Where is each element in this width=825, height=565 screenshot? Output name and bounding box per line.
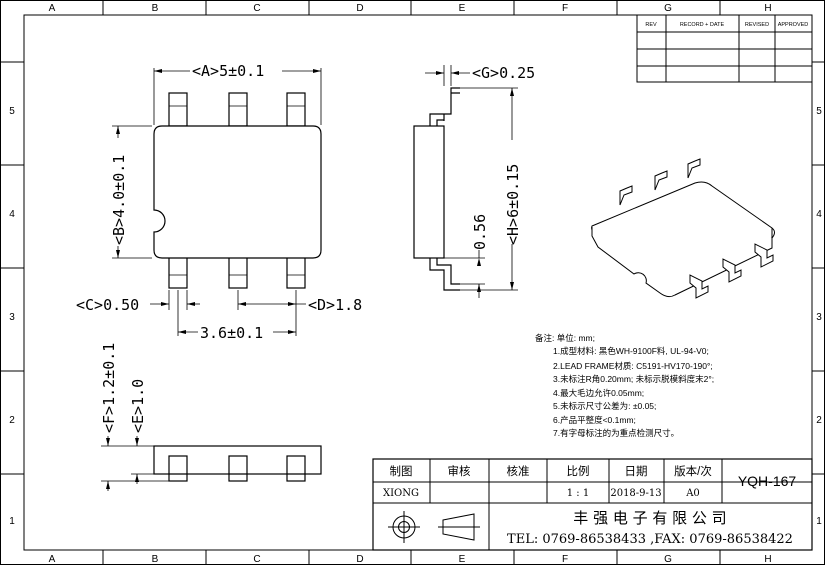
lead <box>286 254 306 289</box>
revised-header: REVISED <box>745 22 769 28</box>
company-name: 丰 强 电 子 有 限 公 司 <box>573 509 726 527</box>
note-line: 3.未标注R角0.20mm; 未标示脱模斜度末2°; <box>553 374 714 384</box>
revision-table: REV RECORD + DATE REVISED APPROVED <box>636 14 813 83</box>
row-label: 5 <box>816 106 822 117</box>
col-label: C <box>253 3 260 14</box>
approved-header: APPROVED <box>778 22 809 28</box>
dim-c: <C>0.50 <box>76 296 139 314</box>
row-label: 4 <box>9 209 15 220</box>
dim-lead-height: 0.56 <box>471 214 489 250</box>
col-label: E <box>459 554 466 565</box>
note-line: 2.LEAD FRAME材质: C5191-HV170-190°; <box>553 361 713 371</box>
company-contact: TEL: 0769-86538433 ,FAX: 0769-86538422 <box>507 532 793 547</box>
col-label: B <box>152 3 159 14</box>
header-approve: 核准 <box>507 464 530 478</box>
col-label: E <box>459 3 466 14</box>
isometric-view <box>591 158 775 299</box>
dim-pitch: 3.6±0.1 <box>200 324 263 342</box>
side-view <box>413 87 460 291</box>
row-label: 2 <box>9 415 15 426</box>
header-scale: 比例 <box>567 464 590 478</box>
note-line: 5.未标示尺寸公差为: ±0.05; <box>553 401 656 411</box>
col-label: D <box>356 3 363 14</box>
col-label: D <box>356 554 363 565</box>
col-label: B <box>152 554 159 565</box>
front-view <box>153 445 322 482</box>
side-body <box>413 125 445 259</box>
lead <box>228 254 248 289</box>
row-label: 1 <box>9 516 15 527</box>
lead <box>286 92 306 127</box>
package-body <box>153 125 322 259</box>
row-label: 1 <box>816 516 822 527</box>
value-version: A0 <box>685 488 700 499</box>
col-label: F <box>562 554 568 565</box>
title-block: 制图 审核 核准 比例 日期 版本/次 XIONG 1 : 1 2018-9-1… <box>372 458 813 551</box>
record-header: RECORD + DATE <box>680 22 725 28</box>
value-scale: 1 : 1 <box>567 488 589 499</box>
side-lead-top <box>443 87 460 121</box>
lead <box>168 254 188 289</box>
top-view <box>153 92 322 289</box>
row-label: 5 <box>9 106 15 117</box>
value-date: 2018-9-13 <box>610 488 661 499</box>
dim-h: <H>6±0.15 <box>504 164 522 245</box>
row-label: 2 <box>816 415 822 426</box>
projection-symbol-icon <box>388 511 480 543</box>
lead <box>168 92 188 127</box>
col-label: G <box>664 3 672 14</box>
col-label: A <box>49 554 56 565</box>
header-check: 审核 <box>448 464 471 478</box>
row-label: 3 <box>9 312 15 323</box>
col-label: H <box>764 554 771 565</box>
dim-g: <G>0.25 <box>472 64 535 82</box>
dim-b: <B>4.0±0.1 <box>110 155 128 245</box>
note-line: 6.产品平整度<0.1mm; <box>553 415 636 425</box>
notes-block: 备注: 单位: mm; 1.成型材料: 黑色WH-9100F料, UL-94-V… <box>535 333 714 438</box>
dim-a: <A>5±0.1 <box>192 62 264 80</box>
side-lead-bottom <box>429 258 460 291</box>
header-drawn: 制图 <box>390 465 413 478</box>
row-label: 4 <box>816 209 822 220</box>
header-version: 版本/次 <box>674 464 712 478</box>
col-label: C <box>253 554 260 565</box>
col-label: H <box>764 3 771 14</box>
rev-header: REV <box>645 22 657 28</box>
part-number: YQH-167 <box>738 473 797 489</box>
value-drawn: XIONG <box>383 488 419 499</box>
dim-e: <E>1.0 <box>129 379 147 433</box>
header-date: 日期 <box>625 465 648 478</box>
col-label: G <box>664 554 672 565</box>
note-line: 7.有字母标注的为重点检测尺寸。 <box>553 428 679 438</box>
note-line: 4.最大毛边允许0.05mm; <box>553 388 644 398</box>
col-label: A <box>49 3 56 14</box>
row-label: 3 <box>816 312 822 323</box>
lead <box>228 92 248 127</box>
col-label: F <box>562 3 568 14</box>
dim-d: <D>1.8 <box>308 296 362 314</box>
notes-title: 备注: 单位: mm; <box>535 333 595 343</box>
dim-f: <F>1.2±0.1 <box>100 343 118 433</box>
note-line: 1.成型材料: 黑色WH-9100F料, UL-94-V0; <box>553 346 709 356</box>
